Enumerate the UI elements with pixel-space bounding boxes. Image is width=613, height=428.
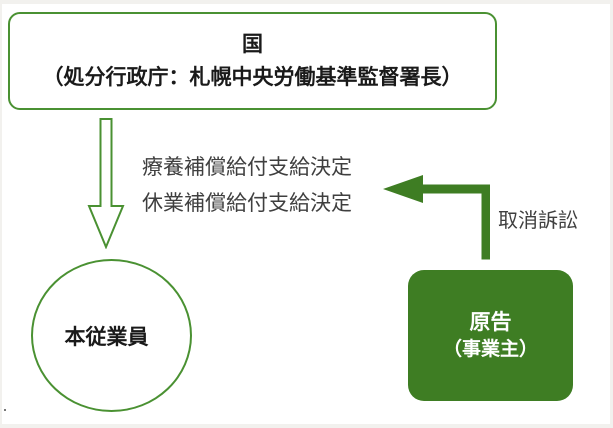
employee-node: 本従業員	[31, 259, 192, 412]
state-node-subtitle: （処分行政庁：札幌中央労働基準監督署長）	[42, 65, 463, 89]
plaintiff-node-title: 原告	[469, 311, 512, 334]
lawsuit-label: 取消訴訟	[498, 210, 578, 232]
plaintiff-node: 原告 （事業主）	[408, 270, 573, 401]
down-arrow-icon	[87, 118, 125, 249]
elbow-arrow-icon	[383, 175, 490, 260]
benefit-decision-label-1: 療養補償給付支給決定	[142, 156, 352, 179]
employee-node-label: 本従業員	[64, 325, 149, 349]
stray-speck	[4, 409, 6, 411]
plaintiff-node-subtitle: （事業主）	[442, 339, 538, 360]
benefit-decision-label-2: 休業補償給付支給決定	[142, 192, 352, 215]
state-node: 国 （処分行政庁：札幌中央労働基準監督署長）	[8, 12, 497, 110]
state-node-title: 国	[242, 33, 263, 57]
